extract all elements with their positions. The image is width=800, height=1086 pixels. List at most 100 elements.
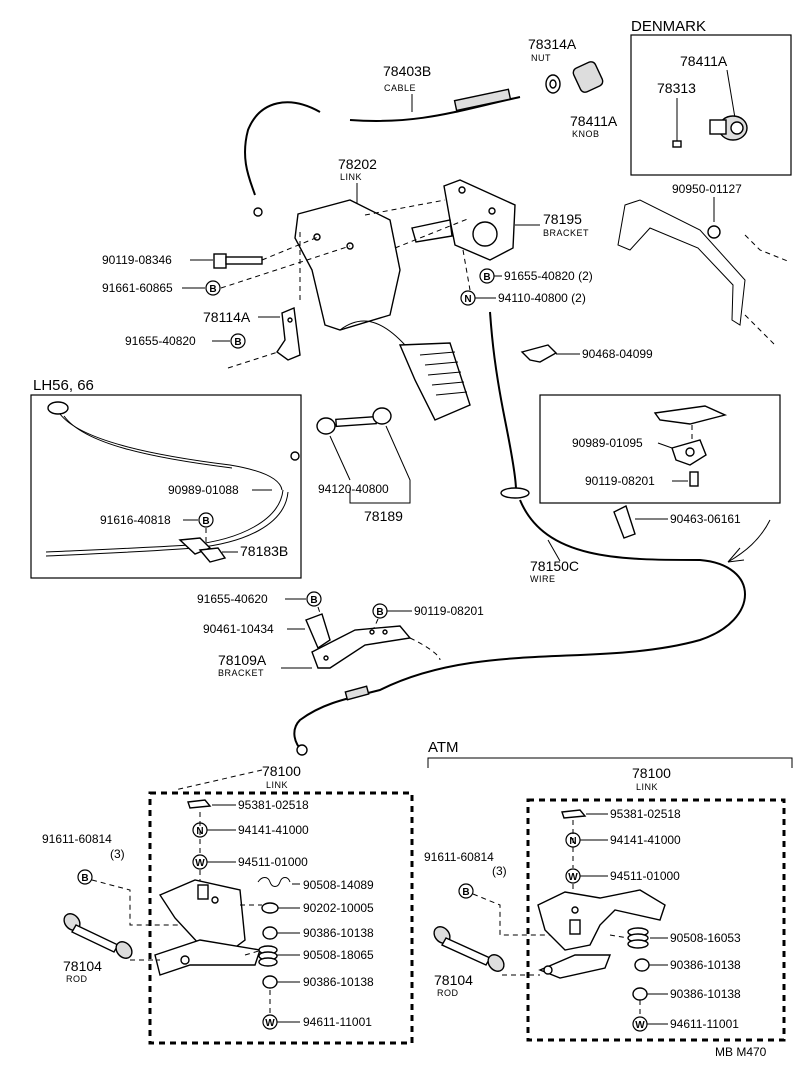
part-91655-40820-left: 91655-40820	[125, 334, 196, 348]
part-90508-18065: 90508-18065	[303, 948, 374, 962]
part-91661: 91661-60865	[102, 281, 173, 295]
atm-label: ATM	[428, 739, 459, 756]
svg-text:B: B	[234, 337, 241, 348]
label-link1: LINK	[340, 172, 362, 182]
svg-text:W: W	[195, 858, 205, 869]
part-90386-left-1: 90386-10138	[303, 926, 374, 940]
part-90989-01095: 90989-01095	[572, 436, 643, 450]
part-78403b: 78403B	[383, 63, 431, 79]
part-78100-left: 78100	[262, 763, 301, 779]
part-90119-08201: 90119-08201	[414, 604, 484, 618]
part-90386-right-2: 90386-10138	[670, 987, 741, 1001]
qty-left: (3)	[110, 847, 125, 861]
spring-90508-14089	[257, 877, 291, 887]
svg-text:N: N	[464, 294, 471, 305]
pin-95381-left	[187, 799, 212, 809]
part-78104-left: 78104	[63, 958, 102, 974]
pin-95381-right	[561, 809, 587, 819]
svg-text:B: B	[376, 607, 383, 618]
svg-text:B: B	[310, 595, 317, 606]
svg-text:B: B	[462, 887, 469, 898]
atm-bracket	[427, 757, 793, 768]
bracket-78109a	[305, 613, 412, 669]
part-90461: 90461-10434	[203, 622, 274, 636]
label-link-left: LINK	[266, 780, 288, 790]
bushing-90386-r2	[632, 987, 648, 1001]
part-78195: 78195	[543, 211, 582, 227]
bushing-90386-r1	[634, 958, 650, 972]
symbol-b-91661	[205, 280, 221, 296]
bushing-90386-l1	[262, 926, 278, 940]
part-94611-left: 94611-11001	[303, 1015, 372, 1029]
footer-code: MB M470	[715, 1045, 767, 1059]
denmark-box	[630, 34, 792, 176]
cable-78403b	[244, 88, 521, 217]
part-78100-right: 78100	[632, 765, 671, 781]
svg-text:B: B	[209, 284, 216, 295]
lh-cable-assembly	[45, 401, 300, 563]
symbol-b-91655-40620	[306, 591, 322, 607]
part-78189: 78189	[364, 508, 403, 524]
part-94141-left: 94141-41000	[238, 823, 309, 837]
bolt-90119-08346	[213, 253, 263, 269]
washer-90202	[261, 902, 279, 914]
label-bracket2: BRACKET	[218, 668, 264, 678]
part-94141-right: 94141-41000	[610, 833, 681, 847]
part-95381-left: 95381-02518	[238, 798, 309, 812]
part-90386-right-1: 90386-10138	[670, 958, 741, 972]
symbol-b-91655-left	[230, 333, 246, 349]
part-78150c: 78150C	[530, 558, 579, 574]
spring-90508-18065	[258, 945, 278, 967]
label-cable: CABLE	[384, 83, 416, 93]
label-knob: KNOB	[572, 129, 600, 139]
bushing-90386-l2	[262, 975, 278, 989]
part-90508-16053: 90508-16053	[670, 931, 741, 945]
part-90468: 90468-04099	[582, 347, 653, 361]
denmark-knob	[672, 115, 748, 148]
part-91611-right: 91611-60814	[424, 850, 494, 864]
clip-90468	[520, 344, 558, 363]
part-78313: 78313	[657, 80, 696, 96]
part-94120: 94120-40800	[318, 482, 389, 496]
part-78109a: 78109A	[218, 652, 267, 668]
plate-78114a	[276, 307, 301, 361]
svg-text:B: B	[81, 873, 88, 884]
part-90119-08201-box: 90119-08201	[585, 474, 655, 488]
detail-clip-assembly	[653, 405, 728, 487]
svg-text:B: B	[202, 516, 209, 527]
part-90463: 90463-06161	[670, 512, 741, 526]
support-frame	[617, 199, 791, 346]
lh-box	[30, 394, 302, 579]
lh-label: LH56, 66	[33, 377, 94, 394]
nut-78314a	[545, 74, 561, 94]
qty-right: (3)	[492, 864, 507, 878]
bolt-94120	[316, 407, 392, 435]
part-91611-left: 91611-60814	[42, 832, 112, 846]
part-90950: 90950-01127	[672, 182, 742, 196]
label-nut: NUT	[531, 53, 551, 63]
denmark-label: DENMARK	[631, 18, 706, 35]
part-94611-right: 94611-11001	[670, 1017, 739, 1031]
rod-78104-left	[63, 913, 133, 959]
part-94511-left: 94511-01000	[238, 855, 308, 869]
symbol-b-91611-left	[77, 869, 93, 885]
link-78202	[294, 199, 471, 421]
part-91655-40620: 91655-40620	[197, 592, 268, 606]
wire-78150c	[293, 311, 746, 756]
link-assembly-right	[537, 889, 666, 979]
part-91616: 91616-40818	[100, 513, 171, 527]
part-78183b: 78183B	[240, 543, 288, 559]
link-assembly-left	[154, 879, 261, 976]
part-94511-right: 94511-01000	[610, 869, 680, 883]
part-90386-left-2: 90386-10138	[303, 975, 374, 989]
clip-90463	[613, 505, 636, 539]
part-90202: 90202-10005	[303, 901, 374, 915]
part-78411a-denmark: 78411A	[680, 53, 728, 69]
part-78314a: 78314A	[528, 36, 577, 52]
part-78104-right: 78104	[434, 972, 473, 988]
left-link-assembly-box	[148, 791, 414, 1045]
part-78411a-knob: 78411A	[570, 113, 618, 129]
svg-text:W: W	[635, 1020, 645, 1031]
